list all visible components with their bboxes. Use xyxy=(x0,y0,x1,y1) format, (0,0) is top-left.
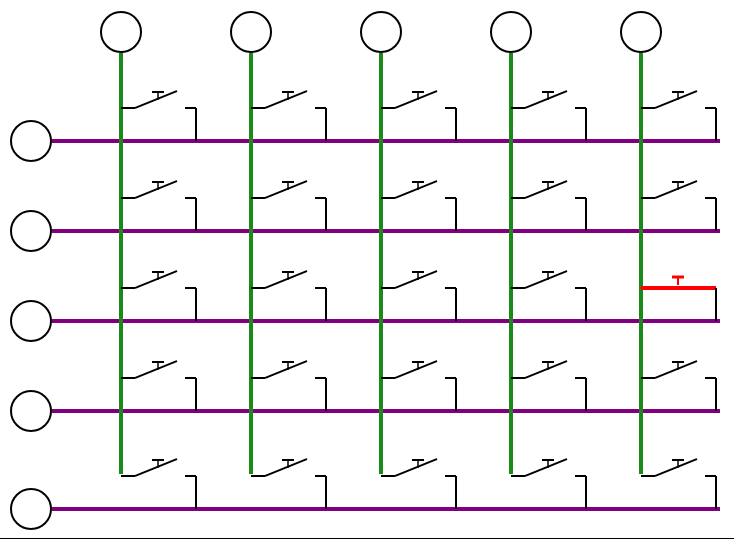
key-switch-r1-c4 xyxy=(511,90,587,141)
column-node-4 xyxy=(490,11,532,53)
key-switch-r3-c1 xyxy=(121,270,197,321)
key-switch-r3-c5 xyxy=(641,275,717,321)
key-switch-r2-c2 xyxy=(251,180,327,231)
column-node-1 xyxy=(100,11,142,53)
open-contact xyxy=(394,360,438,379)
open-contact xyxy=(524,90,568,109)
open-contact xyxy=(394,458,438,477)
open-contact xyxy=(524,360,568,379)
column-node-2 xyxy=(230,11,272,53)
key-switch-r2-c3 xyxy=(381,180,457,231)
open-contact xyxy=(654,458,698,477)
open-contact xyxy=(264,458,308,477)
key-switch-r1-c3 xyxy=(381,90,457,141)
key-switch-r2-c4 xyxy=(511,180,587,231)
key-switch-r3-c3 xyxy=(381,270,457,321)
row-node-2 xyxy=(10,210,52,252)
row-node-1 xyxy=(10,120,52,162)
column-nodes xyxy=(100,11,662,53)
key-switch-r5-c1 xyxy=(121,458,197,509)
column-wires xyxy=(119,53,643,474)
open-contact xyxy=(394,180,438,199)
open-contact xyxy=(134,90,178,109)
open-contact xyxy=(134,270,178,289)
open-contact xyxy=(264,180,308,199)
key-switch-r2-c5 xyxy=(641,180,717,231)
open-contact xyxy=(524,180,568,199)
open-contact xyxy=(654,360,698,379)
open-contact xyxy=(264,90,308,109)
key-switch-r5-c3 xyxy=(381,458,457,509)
key-switch-r5-c4 xyxy=(511,458,587,509)
key-switch-r2-c1 xyxy=(121,180,197,231)
column-node-3 xyxy=(360,11,402,53)
row-nodes xyxy=(10,120,52,530)
open-contact xyxy=(264,270,308,289)
open-contact xyxy=(134,458,178,477)
open-contact xyxy=(134,360,178,379)
open-contact xyxy=(394,270,438,289)
key-switch-r4-c3 xyxy=(381,360,457,411)
open-contact xyxy=(524,270,568,289)
key-switch-r4-c4 xyxy=(511,360,587,411)
key-switch-r1-c2 xyxy=(251,90,327,141)
open-contact xyxy=(264,360,308,379)
open-contact xyxy=(524,458,568,477)
column-node-5 xyxy=(620,11,662,53)
key-switch-r1-c5 xyxy=(641,90,717,141)
open-contact xyxy=(654,180,698,199)
row-node-5 xyxy=(10,488,52,530)
key-switch-r4-c1 xyxy=(121,360,197,411)
row-node-4 xyxy=(10,390,52,432)
key-switch-r3-c4 xyxy=(511,270,587,321)
open-contact xyxy=(394,90,438,109)
key-switch-r4-c5 xyxy=(641,360,717,411)
key-switch-r1-c1 xyxy=(121,90,197,141)
key-switch-r5-c2 xyxy=(251,458,327,509)
row-node-3 xyxy=(10,300,52,342)
key-switch-r4-c2 xyxy=(251,360,327,411)
switches xyxy=(121,90,717,509)
row-wires xyxy=(52,139,720,511)
open-contact xyxy=(134,180,178,199)
open-contact xyxy=(654,90,698,109)
key-switch-r5-c5 xyxy=(641,458,717,509)
key-switch-r3-c2 xyxy=(251,270,327,321)
